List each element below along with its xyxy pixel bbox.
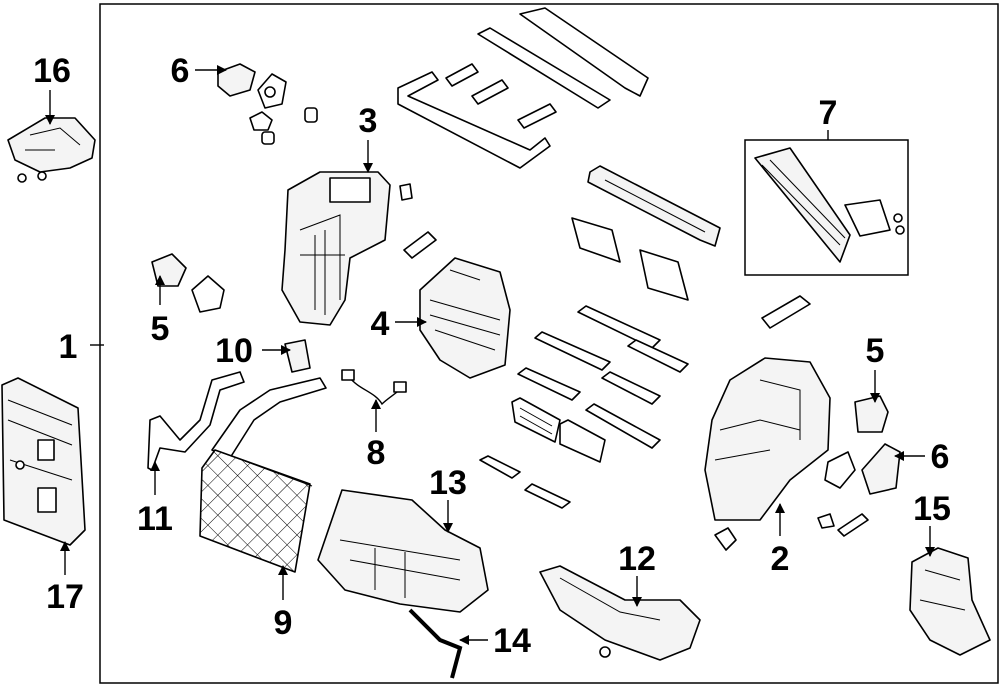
callout-7: 7 [819, 94, 838, 132]
callout-4: 4 [371, 305, 390, 343]
part-filter-grids [511, 397, 606, 463]
part-14-drain [408, 608, 463, 679]
part-5-6-right [817, 395, 901, 537]
assembly-bracket-line [99, 3, 999, 684]
part-13-lower-housing [317, 489, 489, 613]
part-5-left [151, 253, 225, 313]
part-17-control-module [1, 377, 86, 546]
callout-16: 16 [33, 52, 71, 90]
callout-14: 14 [493, 622, 531, 660]
part-long-seal [587, 165, 721, 247]
part-rods [517, 305, 689, 449]
part-4-blower [419, 257, 511, 379]
part-7-evaporator [754, 147, 905, 263]
part-3-housing [281, 171, 413, 326]
part-15-duct [909, 547, 991, 656]
part-small-rods [479, 455, 571, 509]
part-8-harness [341, 369, 407, 406]
part-10-sensor [284, 339, 311, 373]
part-doors [403, 217, 811, 329]
callout-2: 2 [771, 540, 790, 578]
callout-3: 3 [359, 102, 378, 140]
callout-1: 1 [59, 328, 78, 366]
part-filter-strips [397, 7, 649, 169]
callout-9: 9 [274, 604, 293, 642]
callout-12: 12 [618, 540, 656, 578]
callout-13: 13 [429, 464, 467, 502]
callout-6-top: 6 [171, 52, 190, 90]
leader-lines [45, 65, 935, 645]
callout-15: 15 [913, 490, 951, 528]
callout-10: 10 [215, 332, 253, 370]
callout-17: 17 [46, 578, 84, 616]
part-11-pipes [147, 371, 327, 471]
evaporator-frame [744, 139, 909, 276]
callout-5-right: 5 [866, 332, 885, 370]
part-6-actuator-top [217, 63, 318, 145]
callout-6-right: 6 [931, 438, 950, 476]
callout-5-left: 5 [151, 310, 170, 348]
part-12-duct [539, 565, 701, 661]
callout-11: 11 [137, 500, 173, 538]
part-16-duct [7, 117, 96, 183]
part-2-housing [704, 357, 831, 551]
callout-8: 8 [367, 434, 386, 472]
part-9-heater-core [199, 449, 313, 573]
